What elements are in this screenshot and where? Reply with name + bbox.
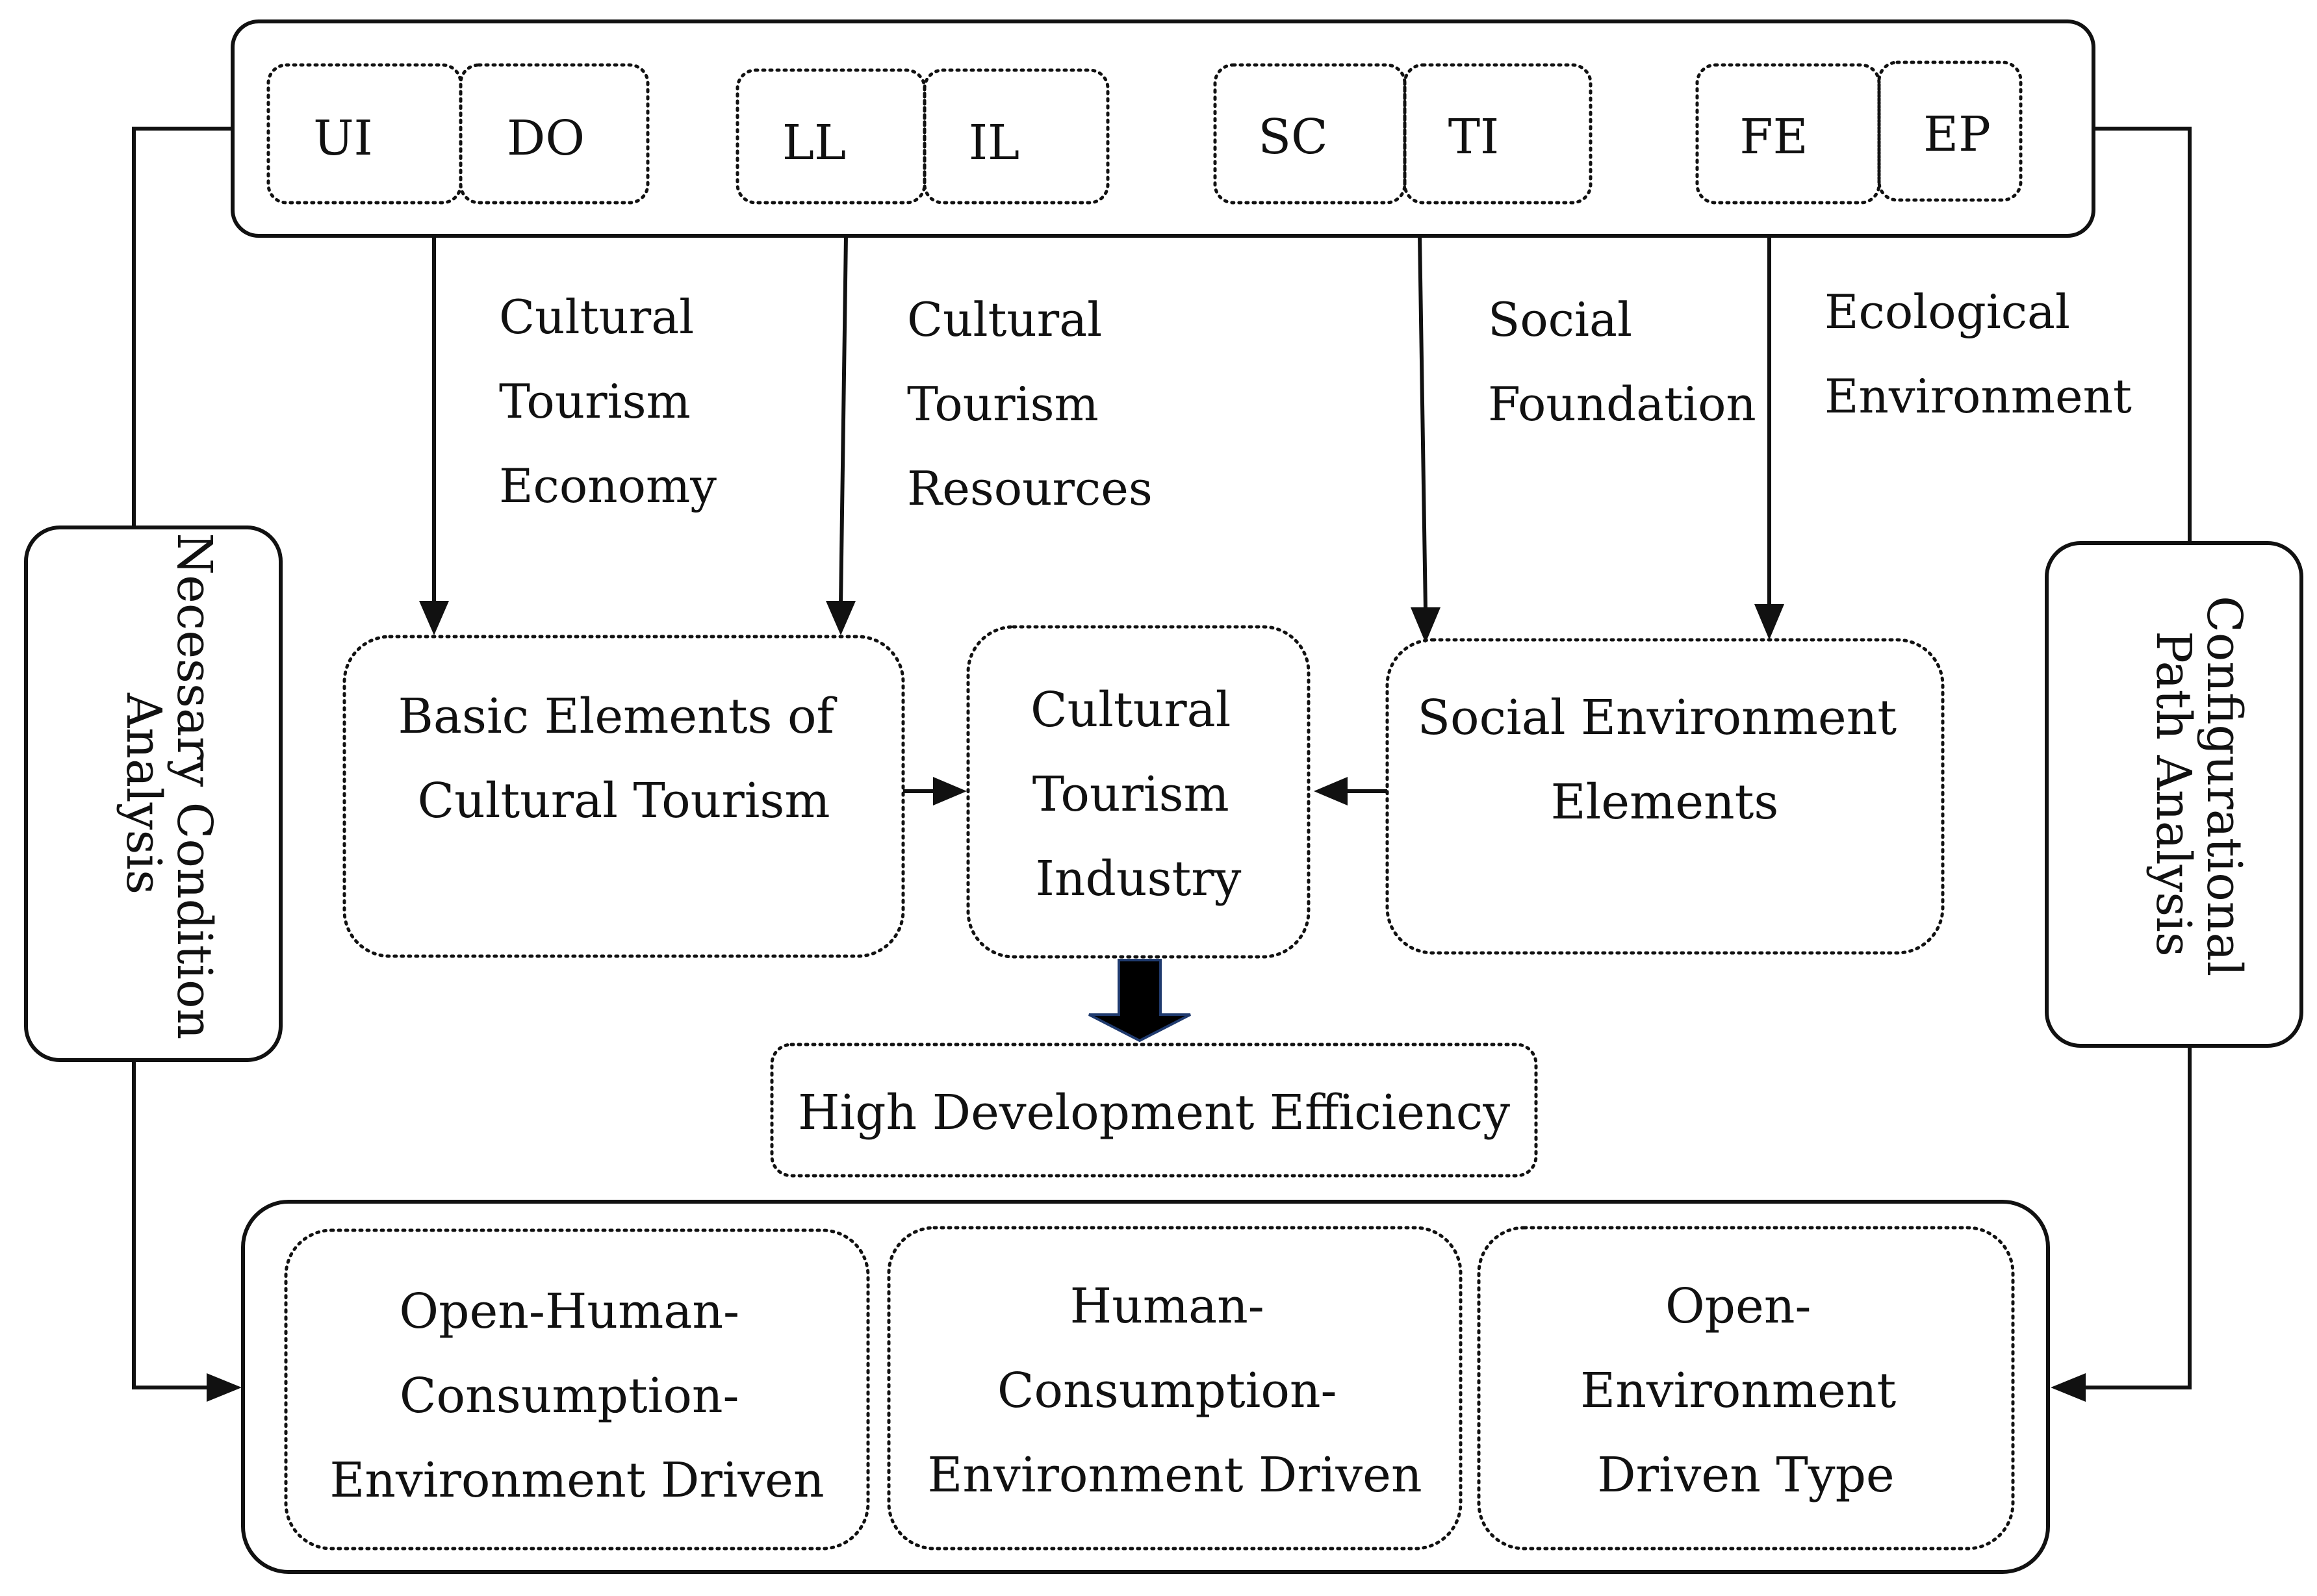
block-arrow-down <box>1088 959 1191 1043</box>
arrow-resources-head <box>826 601 856 635</box>
indicator-label-ep: EP <box>1923 107 1991 162</box>
outcome-box <box>770 1043 1538 1178</box>
indicator-label-sc: SC <box>1258 109 1327 165</box>
paths-container <box>241 1200 2050 1574</box>
basic-elements-label: Basic Elements of Cultural Tourism <box>398 689 850 829</box>
necessary-condition-label: Necessary Condition Analysis <box>116 533 222 1055</box>
indicator-box-sc <box>1213 63 1407 205</box>
path-label-3: Open- Environment Driven Type <box>1580 1278 1912 1503</box>
indicator-label-ll: LL <box>782 115 846 171</box>
arrow-social-line <box>1418 235 1427 611</box>
right-connector-top <box>2093 127 2192 543</box>
left-connector-top <box>132 127 233 527</box>
configurational-path-box <box>2045 541 2303 1048</box>
arrow-economy-head <box>419 601 449 635</box>
group-label-ecological: Ecological Environment <box>1824 285 2132 424</box>
right-arrow-head <box>2051 1373 2086 1402</box>
indicator-label-il: IL <box>969 115 1019 171</box>
left-connector-bottom <box>132 1060 209 1389</box>
basic-elements-box <box>342 635 905 958</box>
necessary-condition-box <box>24 526 283 1062</box>
indicator-box-ti <box>1403 63 1593 205</box>
indicator-label-ti: TI <box>1448 109 1500 165</box>
industry-label: Cultural Tourism Industry <box>1030 682 1246 907</box>
indicator-label-fe: FE <box>1739 109 1808 165</box>
path-box-3 <box>1477 1226 2015 1551</box>
social-environment-box <box>1385 638 1945 955</box>
indicator-label-ui: UI <box>313 110 373 166</box>
industry-box <box>966 625 1311 959</box>
group-label-resources: Cultural Tourism Resources <box>907 292 1153 516</box>
arrow-basic-to-industry-head <box>933 777 967 805</box>
path-label-1: Open-Human- Consumption- Environment Dri… <box>329 1284 824 1508</box>
group-label-social: Social Foundation <box>1488 292 1756 431</box>
arrow-ecological-head <box>1754 604 1784 640</box>
outcome-label: High Development Efficiency <box>798 1085 1510 1141</box>
arrow-resources-line <box>839 235 848 605</box>
social-environment-label: Social Environment Elements <box>1417 690 1912 830</box>
indicator-box-do <box>459 63 650 205</box>
right-connector-bottom <box>2083 1046 2192 1389</box>
path-box-1 <box>284 1228 870 1551</box>
path-label-2: Human- Consumption- Environment Driven <box>927 1278 1422 1503</box>
left-arrow-head <box>207 1373 242 1402</box>
indicator-box-ep <box>1877 60 2023 202</box>
configurational-path-label: Configurational Path Analysis <box>2145 596 2252 992</box>
arrow-social-to-industry-head <box>1314 777 1348 805</box>
arrow-social-head <box>1411 607 1440 643</box>
indicator-label-do: DO <box>507 110 585 166</box>
indicator-box-il <box>923 68 1110 205</box>
path-box-2 <box>887 1226 1463 1551</box>
group-label-economy: Cultural Tourism Economy <box>499 290 717 513</box>
